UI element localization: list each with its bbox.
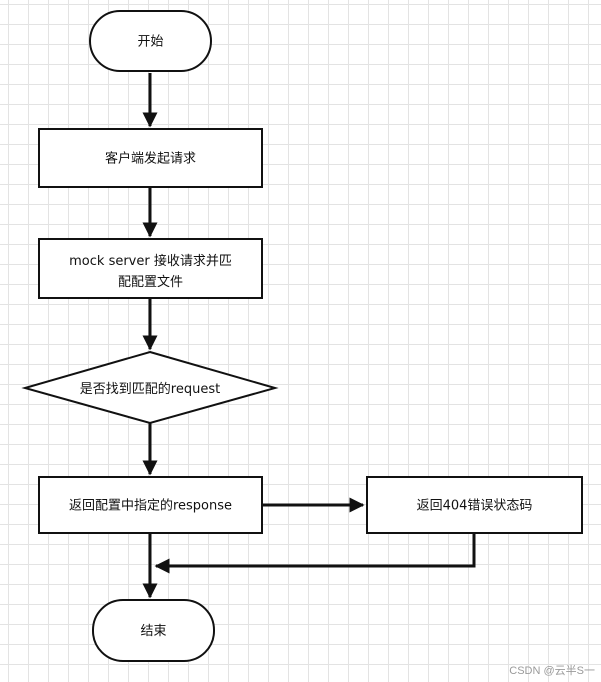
node-return-404-label: 返回404错误状态码 <box>417 499 533 514</box>
node-server-receive-label-line2: 配配置文件 <box>118 275 183 290</box>
node-server-receive-label-line1: mock server 接收请求并匹 <box>69 253 232 269</box>
node-return-response: 返回配置中指定的response <box>38 476 263 534</box>
node-client-request: 客户端发起请求 <box>38 128 263 188</box>
node-start-label: 开始 <box>137 35 163 50</box>
node-server-receive: mock server 接收请求并匹 配配置文件 <box>38 238 263 299</box>
watermark: CSDN @云半S一 <box>509 665 595 677</box>
node-decision-label: 是否找到匹配的request <box>80 381 220 397</box>
edge-404-merge <box>154 533 476 574</box>
edges <box>142 73 476 599</box>
node-decision: 是否找到匹配的request <box>21 350 279 425</box>
node-start: 开始 <box>89 10 212 72</box>
node-end: 结束 <box>92 599 215 662</box>
node-return-404: 返回404错误状态码 <box>366 476 583 534</box>
node-end-label: 结束 <box>140 624 166 639</box>
node-return-response-label: 返回配置中指定的response <box>69 498 232 514</box>
node-client-request-label: 客户端发起请求 <box>105 151 196 167</box>
